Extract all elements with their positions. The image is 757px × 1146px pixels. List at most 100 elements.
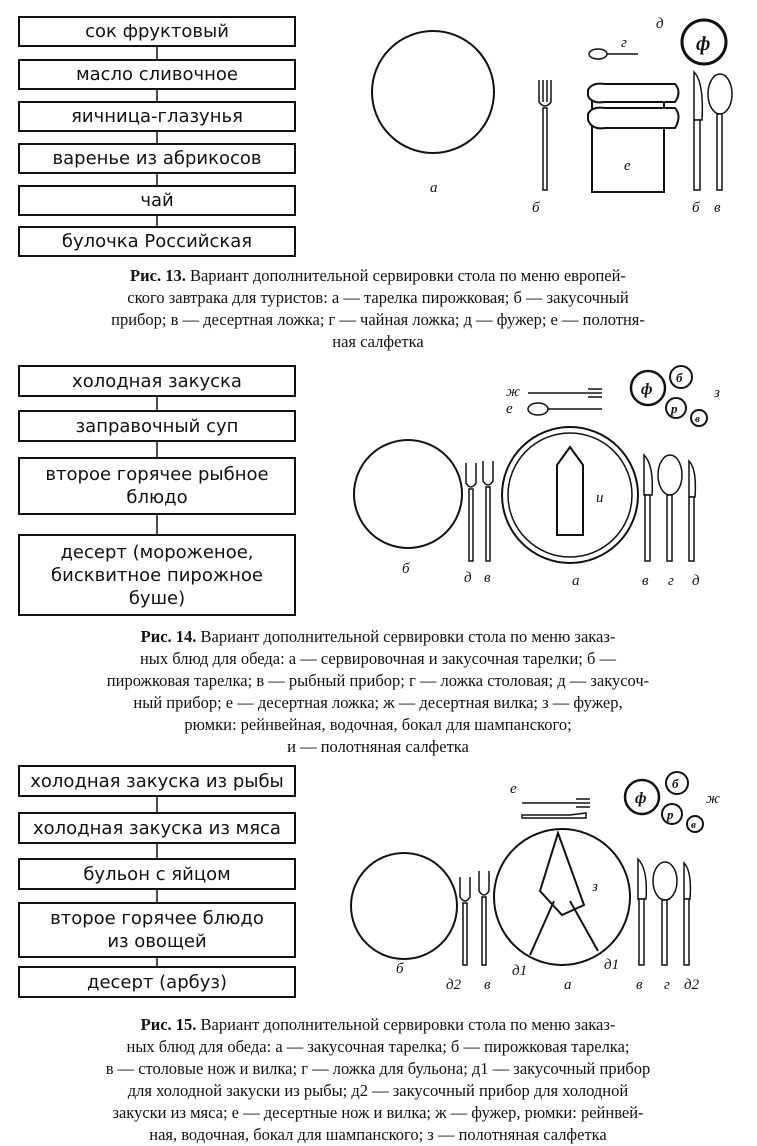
fig13-menu-item: масло сливочное xyxy=(18,59,296,90)
caption-line: и — полотняная салфетка xyxy=(287,737,469,756)
glass-label: в xyxy=(695,413,700,425)
fig13-menu-item: чай xyxy=(18,185,296,216)
label-b1: б xyxy=(532,200,540,216)
fig15-menu-item: бульон с яйцом xyxy=(18,858,296,890)
caption-line: ных блюд для обеда: а — закусочная тарел… xyxy=(126,1037,630,1056)
label-d2: д xyxy=(692,573,700,589)
figure-number: Рис. 15. xyxy=(140,1015,197,1034)
fig13-connector-lines xyxy=(156,47,158,226)
vodka-glass-icon xyxy=(690,409,708,427)
label-v1: в xyxy=(484,570,491,586)
fig14-menu-item: десерт (мороженое, бисквитное пирожное б… xyxy=(18,534,296,616)
label-d2b: д2 xyxy=(684,977,700,993)
caption-line: пирожковая тарелка; в — рыбный прибор; г… xyxy=(106,671,650,690)
caption-line: рюмки: рейнвейная, водочная, бокал для ш… xyxy=(184,715,572,734)
label-a: а xyxy=(564,977,572,993)
pie-plate xyxy=(371,30,495,154)
fig13-caption: Рис. 13. Вариант дополнительной сервиров… xyxy=(18,265,738,353)
label-v: в xyxy=(484,977,491,993)
label-e: е xyxy=(624,158,631,174)
glasses-group: ф б р в xyxy=(629,365,708,427)
label-g: г xyxy=(664,977,670,993)
knife-icon xyxy=(693,70,704,191)
fig15-table-setting: б д2 в а з д1 д1 е ф б р в ж xyxy=(350,771,720,993)
fork-icon xyxy=(459,877,471,966)
label-d1a: д1 xyxy=(512,963,527,979)
fig13-menu-item: сок фруктовый xyxy=(18,16,296,47)
label-b: б xyxy=(402,561,410,577)
pie-plate xyxy=(353,439,463,549)
fig13-menu-item: варенье из абрикосов xyxy=(18,143,296,174)
caption-line: в — столовые нож и вилка; г — ложка для … xyxy=(105,1059,651,1078)
spoon-icon xyxy=(707,73,733,191)
fig15-connector-lines xyxy=(156,797,158,966)
fork-icon xyxy=(465,463,477,562)
rhine-glass-icon xyxy=(665,397,687,419)
label-z: з xyxy=(713,385,720,401)
glass-label: ф xyxy=(641,381,652,398)
fig15-caption: Рис. 15. Вариант дополнительной сервиров… xyxy=(18,1014,738,1146)
caption-line: Вариант дополнительной сервировки стола … xyxy=(200,1015,616,1034)
table-knife-icon xyxy=(637,857,648,966)
champagne-glass-icon xyxy=(665,771,689,795)
fig14-menu-item: заправочный суп xyxy=(18,410,296,442)
napkin-icon xyxy=(587,82,680,193)
glass-label: в xyxy=(691,819,696,831)
caption-line: ского завтрака для туристов: а — тарелка… xyxy=(127,288,629,307)
label-d1b: д1 xyxy=(604,957,619,973)
fig13-menu-item: яичница-глазунья xyxy=(18,101,296,132)
fig15-menu-item: холодная закуска из мяса xyxy=(18,812,296,844)
dessert-fork-icon xyxy=(522,798,590,808)
fork-icon xyxy=(538,80,552,191)
label-z: з xyxy=(591,879,598,895)
fish-knife-icon xyxy=(643,453,654,562)
glass-label: б xyxy=(672,776,679,791)
dessert-fork-icon xyxy=(528,388,602,398)
caption-line: закуски из мяса; е — десертные нож и вил… xyxy=(112,1103,644,1122)
caption-line: ная салфетка xyxy=(332,332,424,351)
fig15-menu-item: холодная закуска из рыбы xyxy=(18,765,296,797)
glass-label: р xyxy=(670,401,678,416)
caption-line: прибор; в — десертная ложка; г — чайная … xyxy=(111,310,645,329)
pie-plate xyxy=(350,852,458,960)
glass-label: б xyxy=(676,370,683,385)
champagne-glass-icon xyxy=(669,365,693,389)
figure-number: Рис. 13. xyxy=(130,266,186,285)
fish-snack-cutlery-icon xyxy=(529,900,599,956)
fig14-table-setting: б д в а и ж е ф б р в з в г д xyxy=(353,365,720,589)
label-i: и xyxy=(596,490,604,506)
fig13-menu-item: булочка Российская xyxy=(18,226,296,257)
caption-line: ный прибор; е — десертная ложка; ж — дес… xyxy=(133,693,623,712)
rhine-glass-icon xyxy=(661,803,683,825)
snack-plate xyxy=(507,432,633,558)
snack-knife-icon xyxy=(683,861,692,966)
glass-label: р xyxy=(666,807,674,822)
snack-knife-icon xyxy=(688,459,697,562)
label-g: г xyxy=(668,573,674,589)
label-d: д xyxy=(656,16,664,32)
fig14-connector-lines xyxy=(156,397,158,534)
caption-line: Вариант дополнительной сервировки стола … xyxy=(200,627,616,646)
label-zh: ж xyxy=(506,384,520,400)
caption-line: ная, водочная, бокал для шампанского; з … xyxy=(149,1125,607,1144)
label-v2: в xyxy=(636,977,643,993)
wine-glass-icon xyxy=(629,369,667,407)
bouillon-spoon-icon xyxy=(652,861,678,966)
caption-line: ных блюд для обеда: а — сервировочная и … xyxy=(139,649,617,668)
fork-icon xyxy=(478,871,490,966)
snack-plate xyxy=(493,828,631,966)
label-d2a: д2 xyxy=(446,977,462,993)
fork-icon xyxy=(482,461,494,562)
figure-number: Рис. 14. xyxy=(140,627,197,646)
label-zh: ж xyxy=(706,791,720,807)
dessert-knife-icon xyxy=(521,812,587,819)
label-e: е xyxy=(506,401,513,417)
vodka-glass-icon xyxy=(686,815,704,833)
napkin-icon xyxy=(556,445,584,536)
label-a: а xyxy=(430,180,438,196)
label-b: б xyxy=(396,961,404,977)
glass-label: ф xyxy=(696,33,710,55)
caption-line: для холодной закуски из рыбы; д2 — закус… xyxy=(127,1081,629,1100)
fig14-caption: Рис. 14. Вариант дополнительной сервиров… xyxy=(18,626,738,758)
label-d1: д xyxy=(464,570,472,586)
